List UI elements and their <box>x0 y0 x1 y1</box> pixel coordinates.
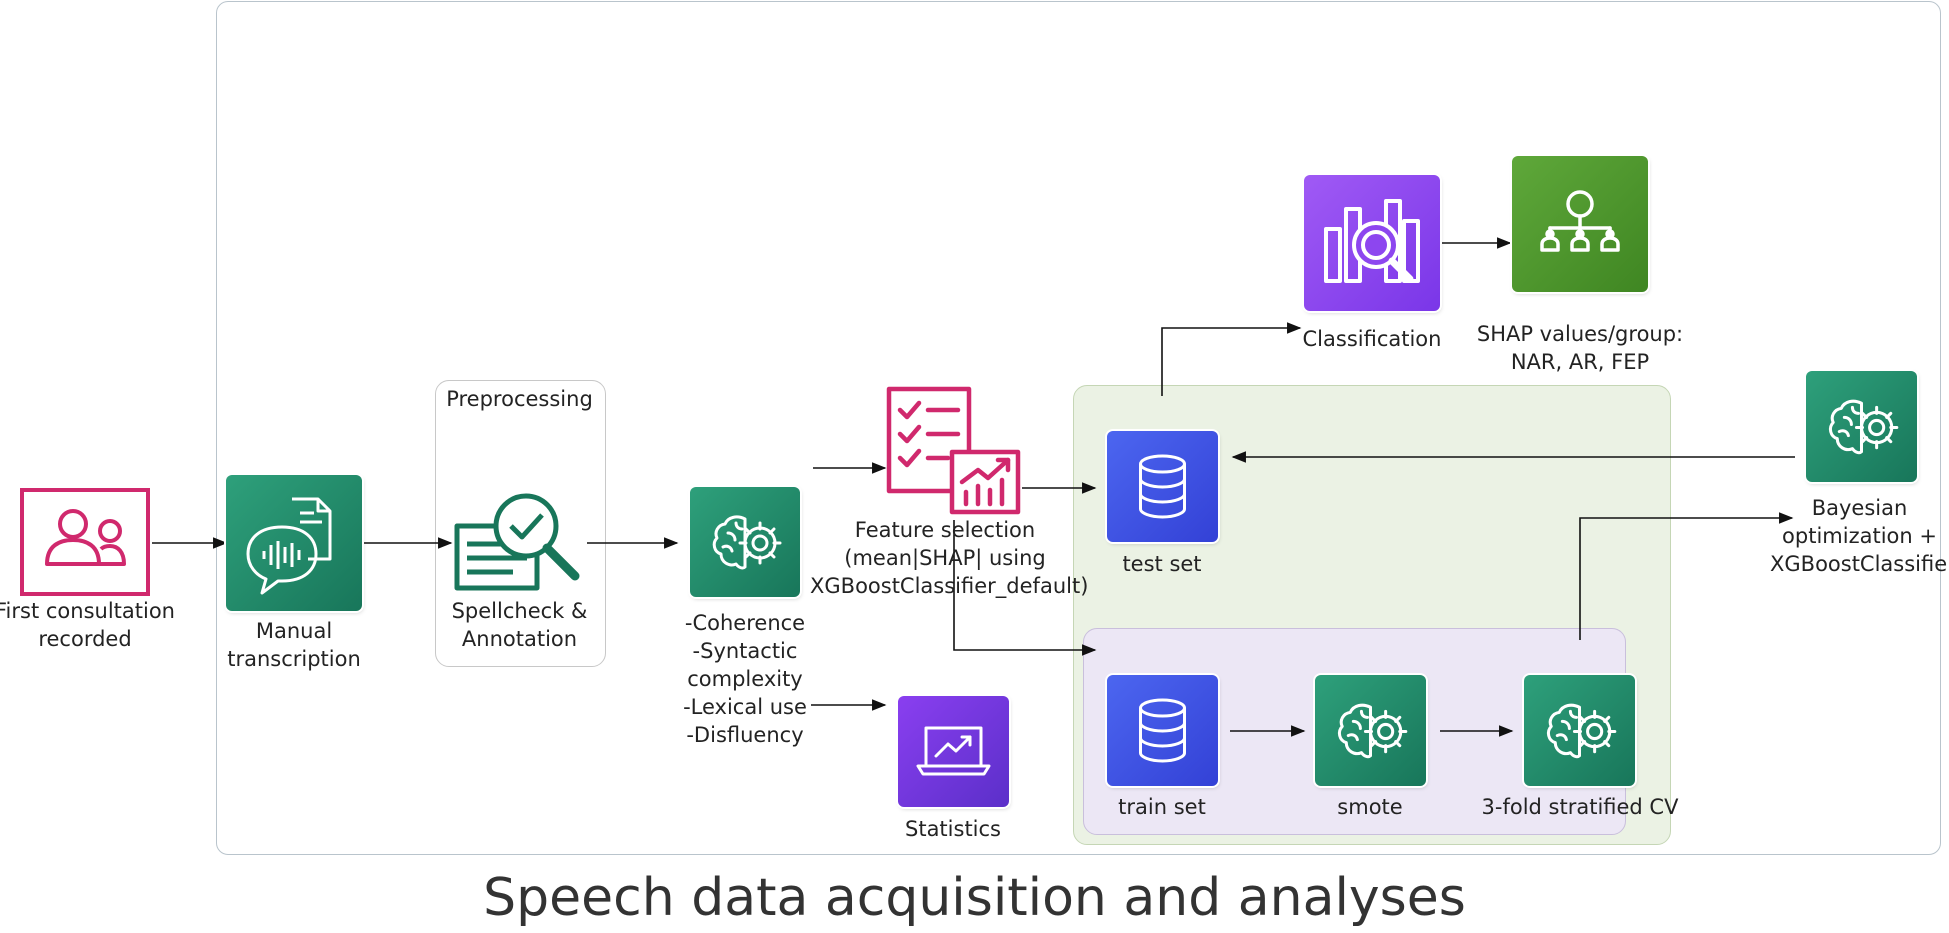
speech-transcribe-icon <box>226 475 362 611</box>
feature-selection-label: Feature selection (mean|SHAP| using XGBo… <box>810 518 1089 598</box>
search-analytics-icon <box>1304 175 1440 311</box>
brain-gear-icon <box>690 487 800 597</box>
outer-frame <box>216 1 1941 855</box>
page-title: Speech data acquisition and analyses <box>483 868 1466 928</box>
smote-brain-gear-icon <box>1315 675 1426 786</box>
document-search-icon <box>451 488 587 598</box>
shap-label: SHAP values/group: NAR, AR, FEP <box>1476 322 1684 374</box>
manual-transcription-label: Manual transcription <box>227 619 361 671</box>
spellcheck-annotation-label: Spellcheck & Annotation <box>451 599 588 651</box>
arrow-testset-to-classification <box>1161 322 1302 396</box>
checklist-chart-icon <box>886 386 1022 516</box>
bayesian-label: Bayesian optimization + XGBoostClassifie… <box>1770 496 1949 576</box>
arrow-cv-to-bayesian <box>1579 512 1794 640</box>
laptop-chart-icon <box>898 696 1009 807</box>
bayesian-brain-gear-icon <box>1806 371 1917 482</box>
test-set-database-icon <box>1107 431 1218 542</box>
smote-label: smote <box>1337 795 1403 819</box>
test-set-label: test set <box>1122 552 1202 576</box>
train-set-label: train set <box>1118 795 1206 819</box>
linguistic-features-label: -Coherence -Syntactic complexity -Lexica… <box>683 611 807 747</box>
cv-label: 3-fold stratified CV <box>1481 795 1679 819</box>
train-set-database-icon <box>1107 675 1218 786</box>
arrow-selection-to-trainpipeline <box>953 520 1097 656</box>
first-consultation-label: First consultation recorded <box>0 599 175 651</box>
classification-label: Classification <box>1302 327 1442 351</box>
statistics-label: Statistics <box>905 817 1001 841</box>
cv-brain-gear-icon <box>1524 675 1635 786</box>
users-icon <box>20 488 150 596</box>
hierarchy-icon <box>1512 156 1648 292</box>
preprocessing-group-label: Preprocessing <box>446 387 593 411</box>
